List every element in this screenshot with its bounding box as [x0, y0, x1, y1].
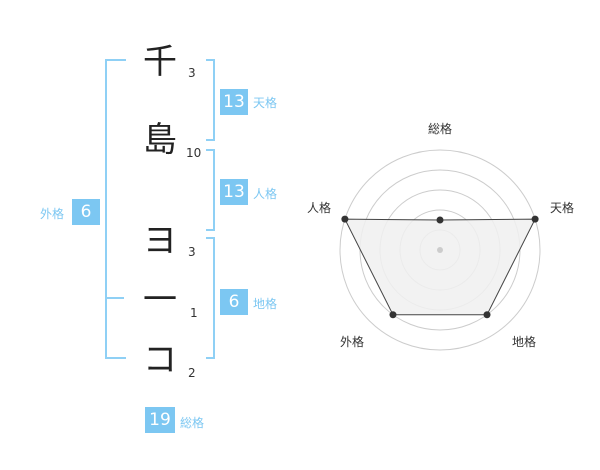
radar-point-3: [483, 311, 491, 319]
soukaku-badge: 19: [145, 407, 175, 433]
stroke-count-4: 1: [190, 306, 198, 320]
radar-point-2: [531, 215, 539, 223]
radar-axis-label-chikaku: 地格: [511, 335, 536, 349]
chikaku-label: 地格: [253, 297, 278, 311]
gaikaku-bracket: [105, 59, 126, 359]
stroke-count-3: 3: [188, 245, 196, 259]
radar-axis-label-soukaku: 総格: [427, 122, 452, 136]
name-char-3: ヨ: [143, 221, 177, 261]
jinkaku-badge: 13: [220, 179, 248, 205]
soukaku-label: 総格: [180, 416, 205, 430]
tenkaku-bracket: [206, 59, 215, 141]
radar-center-dot: [437, 247, 443, 253]
tenkaku-label: 天格: [253, 96, 278, 110]
tenkaku-badge: 13: [220, 89, 248, 115]
chikaku-badge: 6: [220, 289, 248, 315]
radar-axis-label-jinkaku: 人格: [306, 201, 331, 215]
radar-point-5: [341, 215, 349, 223]
radar-point-1: [436, 216, 444, 224]
jinkaku-bracket: [206, 149, 215, 231]
radar-point-4: [389, 311, 397, 319]
stroke-count-2: 10: [186, 146, 202, 160]
chikaku-bracket: [206, 237, 215, 359]
stroke-count-1: 3: [188, 66, 196, 80]
radar-value-polygon: [344, 218, 536, 316]
radar-axis-label-gaikaku: 外格: [339, 335, 364, 349]
name-char-5: コ: [143, 340, 177, 380]
name-char-1: 千: [143, 42, 177, 82]
jinkaku-label: 人格: [253, 187, 278, 201]
stroke-count-5: 2: [188, 366, 196, 380]
radar-grid-circle-5: [339, 149, 541, 351]
gaikaku-label: 外格: [40, 207, 65, 221]
gaikaku-badge: 6: [72, 199, 100, 225]
name-char-4: 一: [143, 280, 177, 320]
radar-axis-label-tenkaku: 天格: [549, 201, 574, 215]
name-char-2: 島: [143, 120, 177, 160]
